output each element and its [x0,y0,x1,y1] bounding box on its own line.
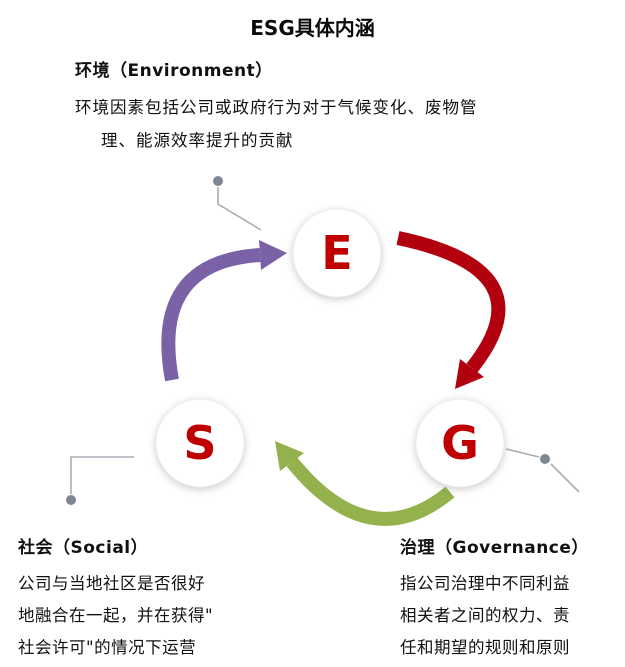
node-letter-g: G [441,416,479,470]
arrow-s-to-e [161,248,261,382]
callout-dot-governance [540,454,550,464]
social-heading: 社会（Social） [18,538,149,558]
node-letter-e: E [321,226,352,280]
page-title: ESG具体内涵 [250,16,375,40]
social-text-line2: 地融合在一起，并在获得" [18,606,214,625]
social-text-line3: 社会许可"的情况下运营 [18,638,197,657]
governance-text-line2: 相关者之间的权力、责 [400,606,570,625]
governance-text-line3: 任和期望的规则和原则 [400,638,570,657]
governance-section: 治理（Governance） 指公司治理中不同利益 相关者之间的权力、责 任和期… [400,533,620,664]
callout-line-governance-inner [505,448,540,458]
environment-text-line2: 理、能源效率提升的贡献 [101,131,294,150]
node-circle-e [292,208,382,298]
arrow-g-to-s [286,457,455,526]
arrowhead-s-to-e [259,240,287,270]
environment-section: 环境（Environment） 环境因素包括公司或政府行为对于气候变化、废物管 … [75,56,575,157]
callout-line-governance-outer [550,463,580,493]
arrowhead-g-to-s [275,441,304,471]
callout-line-environment [217,187,262,231]
arrow-e-to-g [396,231,506,373]
callout-dot-environment [213,176,223,186]
callout-line-social [70,456,134,494]
social-text-line1: 公司与当地社区是否很好 [18,574,205,593]
node-letter-s: S [183,416,216,470]
node-circle-g [415,398,505,488]
environment-text-line1: 环境因素包括公司或政府行为对于气候变化、废物管 [75,98,478,117]
social-section: 社会（Social） 公司与当地社区是否很好 地融合在一起，并在获得" 社会许可… [18,533,378,664]
arrowhead-e-to-g [455,359,484,389]
governance-text-line1: 指公司治理中不同利益 [400,574,570,593]
node-circle-s [155,398,245,488]
governance-heading: 治理（Governance） [400,538,589,558]
callout-dot-social [66,495,76,505]
environment-heading: 环境（Environment） [75,61,273,81]
